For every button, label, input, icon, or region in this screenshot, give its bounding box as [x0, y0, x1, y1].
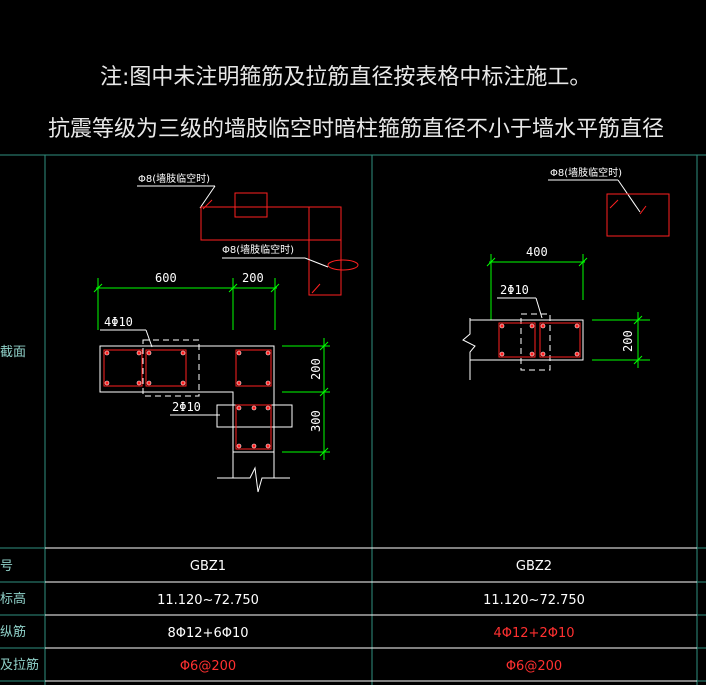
- cell-gbz1-longitudinal: 8Φ12+6Φ10: [168, 626, 249, 641]
- row-label-elevation: 标高: [0, 591, 26, 607]
- cell-gbz2-elevation: 11.120~72.750: [483, 593, 585, 608]
- cell-gbz1-number: GBZ1: [190, 559, 226, 574]
- row-label-stirrup: 及拉筋: [0, 657, 39, 673]
- gbz1-callout-mid: Φ8(墙肢临空时): [222, 243, 294, 256]
- gbz1-dim-300-right: 300: [309, 410, 323, 432]
- cell-gbz1-elevation: 11.120~72.750: [157, 593, 259, 608]
- note-line-1: 注:图中未注明箍筋及拉筋直径按表格中标注施工。: [100, 65, 591, 90]
- cell-gbz2-number: GBZ2: [516, 559, 552, 574]
- gbz2-dim-400: 400: [526, 245, 548, 259]
- detail-gbz1: Φ8(墙肢临空时) Φ8(墙肢临空时) 600 200 4Φ10: [93, 172, 359, 493]
- gbz2-label-2phi10: 2Φ10: [500, 283, 529, 297]
- gbz1-dim-600: 600: [155, 271, 177, 285]
- cell-gbz2-stirrup: Φ6@200: [506, 659, 562, 674]
- row-label-number: 号: [0, 559, 13, 574]
- gbz1-callout-top: Φ8(墙肢临空时): [138, 172, 210, 185]
- note-line-2: 抗震等级为三级的墙肢临空时暗柱箍筋直径不小于墙水平筋直径: [48, 117, 664, 142]
- gbz1-label-2phi10: 2Φ10: [172, 400, 201, 414]
- gbz1-dim-200-right: 200: [309, 358, 323, 380]
- gbz1-label-4phi10: 4Φ10: [104, 315, 133, 329]
- detail-gbz2: Φ8(墙肢临空时) 400 2Φ10: [462, 166, 670, 380]
- row-label-longitudinal: 纵筋: [0, 624, 26, 640]
- cell-gbz1-stirrup: Φ6@200: [180, 659, 236, 674]
- cell-gbz2-longitudinal: 4Φ12+2Φ10: [494, 626, 575, 641]
- gbz1-dim-200: 200: [242, 271, 264, 285]
- table-grid: [0, 154, 706, 685]
- row-label-section: 截面: [0, 345, 26, 360]
- gbz2-dim-200-right: 200: [621, 330, 635, 352]
- gbz2-callout-top: Φ8(墙肢临空时): [550, 166, 622, 179]
